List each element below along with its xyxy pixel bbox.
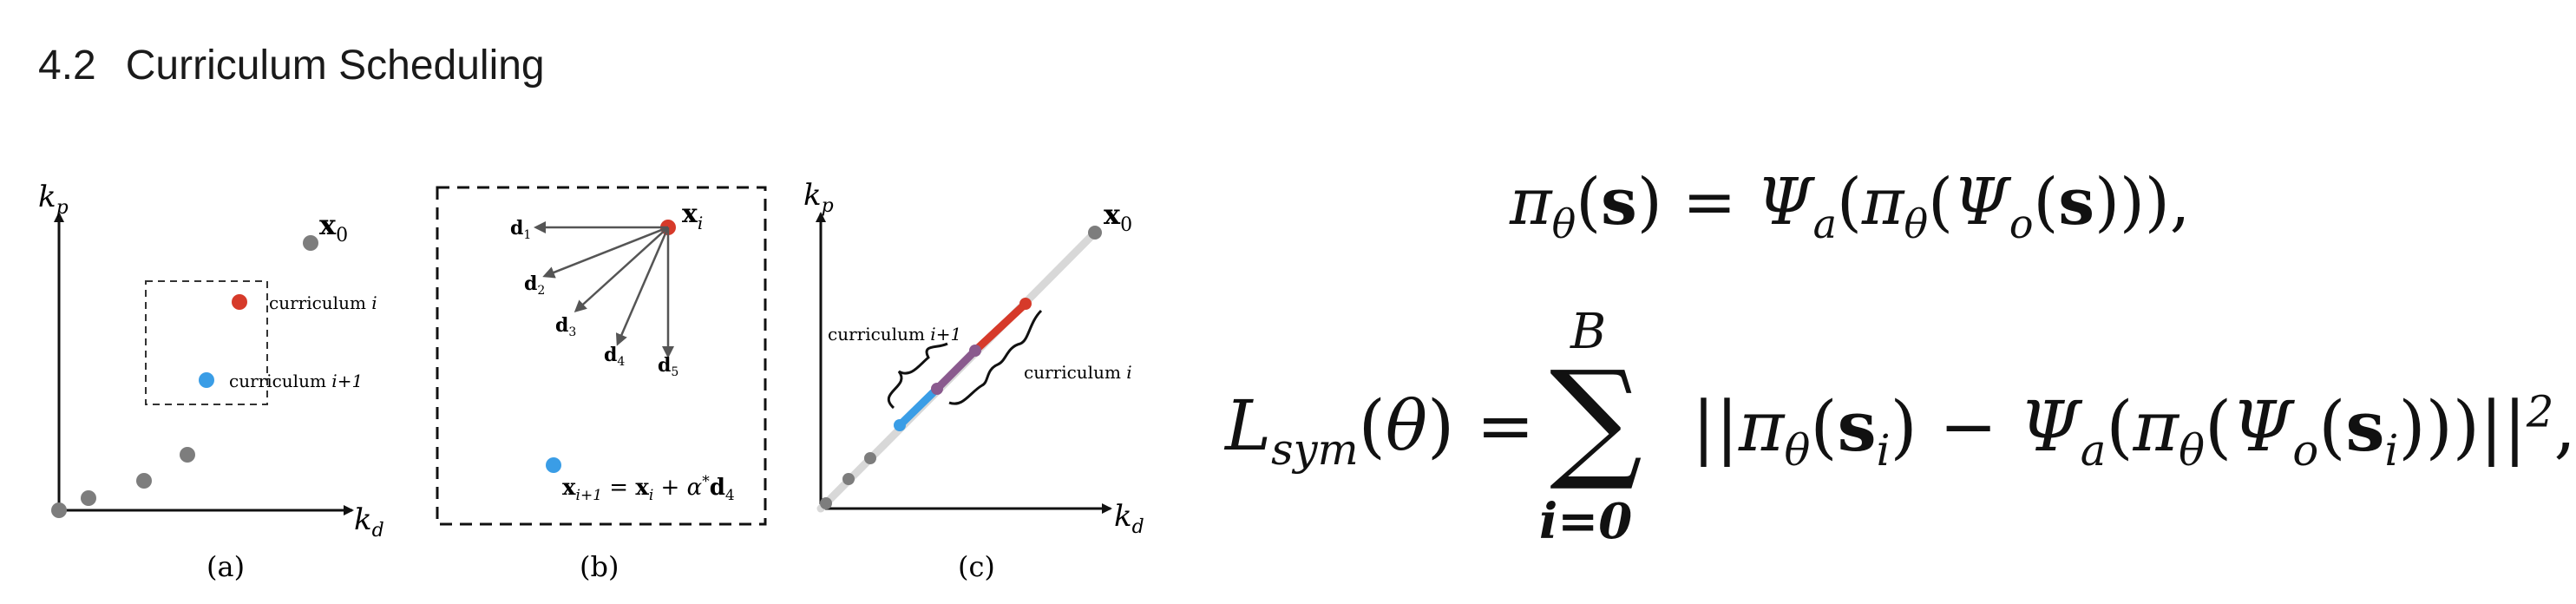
panel-c-brace-i: [948, 309, 1043, 405]
panel-a-curriculum-i-label: curriculum i: [269, 292, 377, 313]
direction-d1-label: d1: [510, 217, 531, 242]
panel-c-point: [820, 497, 832, 509]
panel-a-point: [180, 447, 195, 463]
panel-c-x0-label: x0: [1104, 198, 1132, 236]
panel-a-point: [136, 473, 152, 489]
panel-a-caption: (a): [206, 550, 245, 583]
panel-b-update-rule: xi+1 = xi + α*d4: [562, 473, 735, 504]
panel-c-y-label: kp: [803, 178, 834, 217]
panel-a-curriculum-i1-point: [199, 372, 214, 388]
panel-b: xi d1 d2 d3 d4 d5 xi+1 = xi + α*d4 (b): [436, 186, 767, 583]
panel-a-y-label: kp: [38, 180, 69, 219]
panel-c-point: [969, 345, 981, 357]
direction-d4-arrow: [615, 226, 670, 346]
panel-c-purple-segment: [933, 346, 980, 393]
panel-c-point: [842, 473, 855, 485]
panel-c-point: [864, 452, 876, 464]
section-title: Curriculum Scheduling: [125, 43, 545, 89]
panel-a-curriculum-i1-label: curriculum i+1: [229, 371, 363, 391]
direction-d5-label: d5: [658, 354, 678, 379]
panel-c-point: [931, 383, 943, 395]
direction-d4-label: d4: [604, 344, 625, 369]
panel-c: kp kd x0 curriculum i+1 curriculum i (c): [803, 178, 1144, 583]
panel-a: kp kd x0 curriculum i curriculum i+1 (a): [38, 180, 384, 583]
panel-a-dashed-box: [145, 280, 268, 405]
section-number: 4.2: [38, 43, 96, 89]
panel-a-point: [81, 490, 96, 506]
direction-d3-label: d3: [555, 314, 576, 339]
panel-a-x0-point: [303, 235, 318, 251]
direction-d3-arrow: [574, 226, 669, 313]
panel-a-x-label: kd: [354, 502, 384, 542]
panel-c-point: [1019, 298, 1032, 310]
panel-b-xi-label: xi: [682, 199, 703, 233]
panel-c-caption: (c): [958, 550, 995, 583]
equation-policy-symmetry: πθ(s) = Ψa(πθ(Ψo(s))),: [1510, 165, 2191, 247]
section-heading: 4.2 Curriculum Scheduling: [38, 45, 545, 87]
panel-a-point: [51, 502, 67, 518]
panel-c-curriculum-i1-label: curriculum i+1: [828, 324, 961, 345]
panel-b-xi1-point: [546, 457, 561, 473]
direction-d2-arrow: [542, 226, 669, 279]
panel-a-x0-label: x0: [319, 208, 348, 246]
panel-c-blue-segment: [895, 384, 941, 430]
curriculum-figure: kp kd x0 curriculum i curriculum i+1 (a)…: [38, 178, 1144, 583]
panel-c-brace-i1: [887, 342, 948, 410]
direction-d2-label: d2: [524, 272, 545, 298]
panel-c-x0-point: [1088, 226, 1102, 240]
panel-b-dashed-box: [436, 186, 767, 526]
panel-a-curriculum-i-point: [232, 294, 247, 310]
panel-b-caption: (b): [580, 550, 619, 583]
panel-c-x-label: kd: [1114, 499, 1144, 538]
panel-c-curriculum-i-label: curriculum i: [1024, 362, 1132, 383]
panel-c-point: [894, 419, 906, 431]
panel-c-red-segment: [971, 299, 1030, 355]
